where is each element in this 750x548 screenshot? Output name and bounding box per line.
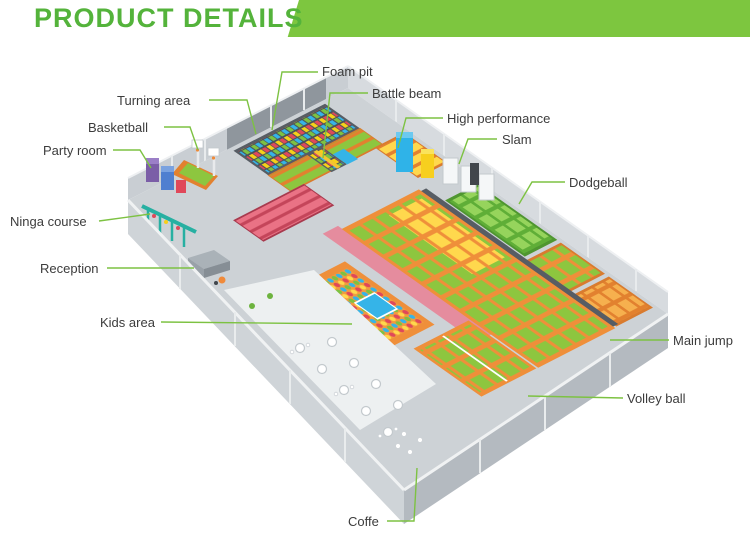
- label-party-room: Party room: [43, 143, 107, 158]
- label-high-performance: High performance: [447, 111, 551, 126]
- interior-zones: [233, 103, 653, 397]
- leader-line-party-room: [113, 149, 152, 169]
- label-kids-area: Kids area: [100, 315, 155, 330]
- leader-line-coffe: [387, 467, 418, 522]
- main-jump-zone: [341, 189, 616, 368]
- wall-equipment: [396, 132, 495, 201]
- building-floor: [128, 88, 668, 490]
- dodgeball-zone: [445, 183, 558, 257]
- leader-line-battle-beam: [322, 92, 368, 159]
- label-reception: Reception: [40, 261, 99, 276]
- near-walls: [126, 198, 669, 524]
- leader-line-kids-area: [160, 321, 353, 325]
- label-slam: Slam: [502, 132, 532, 147]
- leader-line-basketball: [164, 126, 199, 151]
- label-dodgeball: Dodgeball: [569, 175, 628, 190]
- page-title: PRODUCT DETAILS: [34, 3, 304, 33]
- label-battle-beam: Battle beam: [372, 86, 442, 101]
- walkway: [322, 225, 492, 343]
- leader-line-volley-ball: [527, 395, 624, 399]
- basketball-zone: [172, 139, 220, 190]
- reception-desk: [188, 250, 230, 285]
- leader-line-foam-pit: [271, 71, 318, 131]
- label-ninga-course: Ninga course: [10, 214, 87, 229]
- leader-line-dodgeball: [518, 181, 565, 205]
- label-volley-ball: Volley ball: [627, 391, 686, 406]
- page-header: PRODUCT DETAILS: [0, 0, 750, 42]
- cafe-area: [224, 270, 436, 455]
- leader-line-high-performance: [397, 117, 443, 149]
- tumbling-lanes-zone: [233, 183, 335, 242]
- label-main-jump: Main jump: [673, 333, 733, 348]
- label-turning-area: Turning area: [117, 93, 191, 108]
- party-room-zone: [146, 158, 186, 193]
- label-foam-pit: Foam pit: [322, 64, 373, 79]
- label-coffe: Coffe: [348, 514, 379, 529]
- leader-lines: [98, 71, 669, 522]
- leader-line-slam: [458, 138, 497, 165]
- leader-line-ninga-course: [98, 213, 151, 222]
- leader-line-turning-area: [209, 99, 257, 135]
- label-basketball: Basketball: [88, 120, 148, 135]
